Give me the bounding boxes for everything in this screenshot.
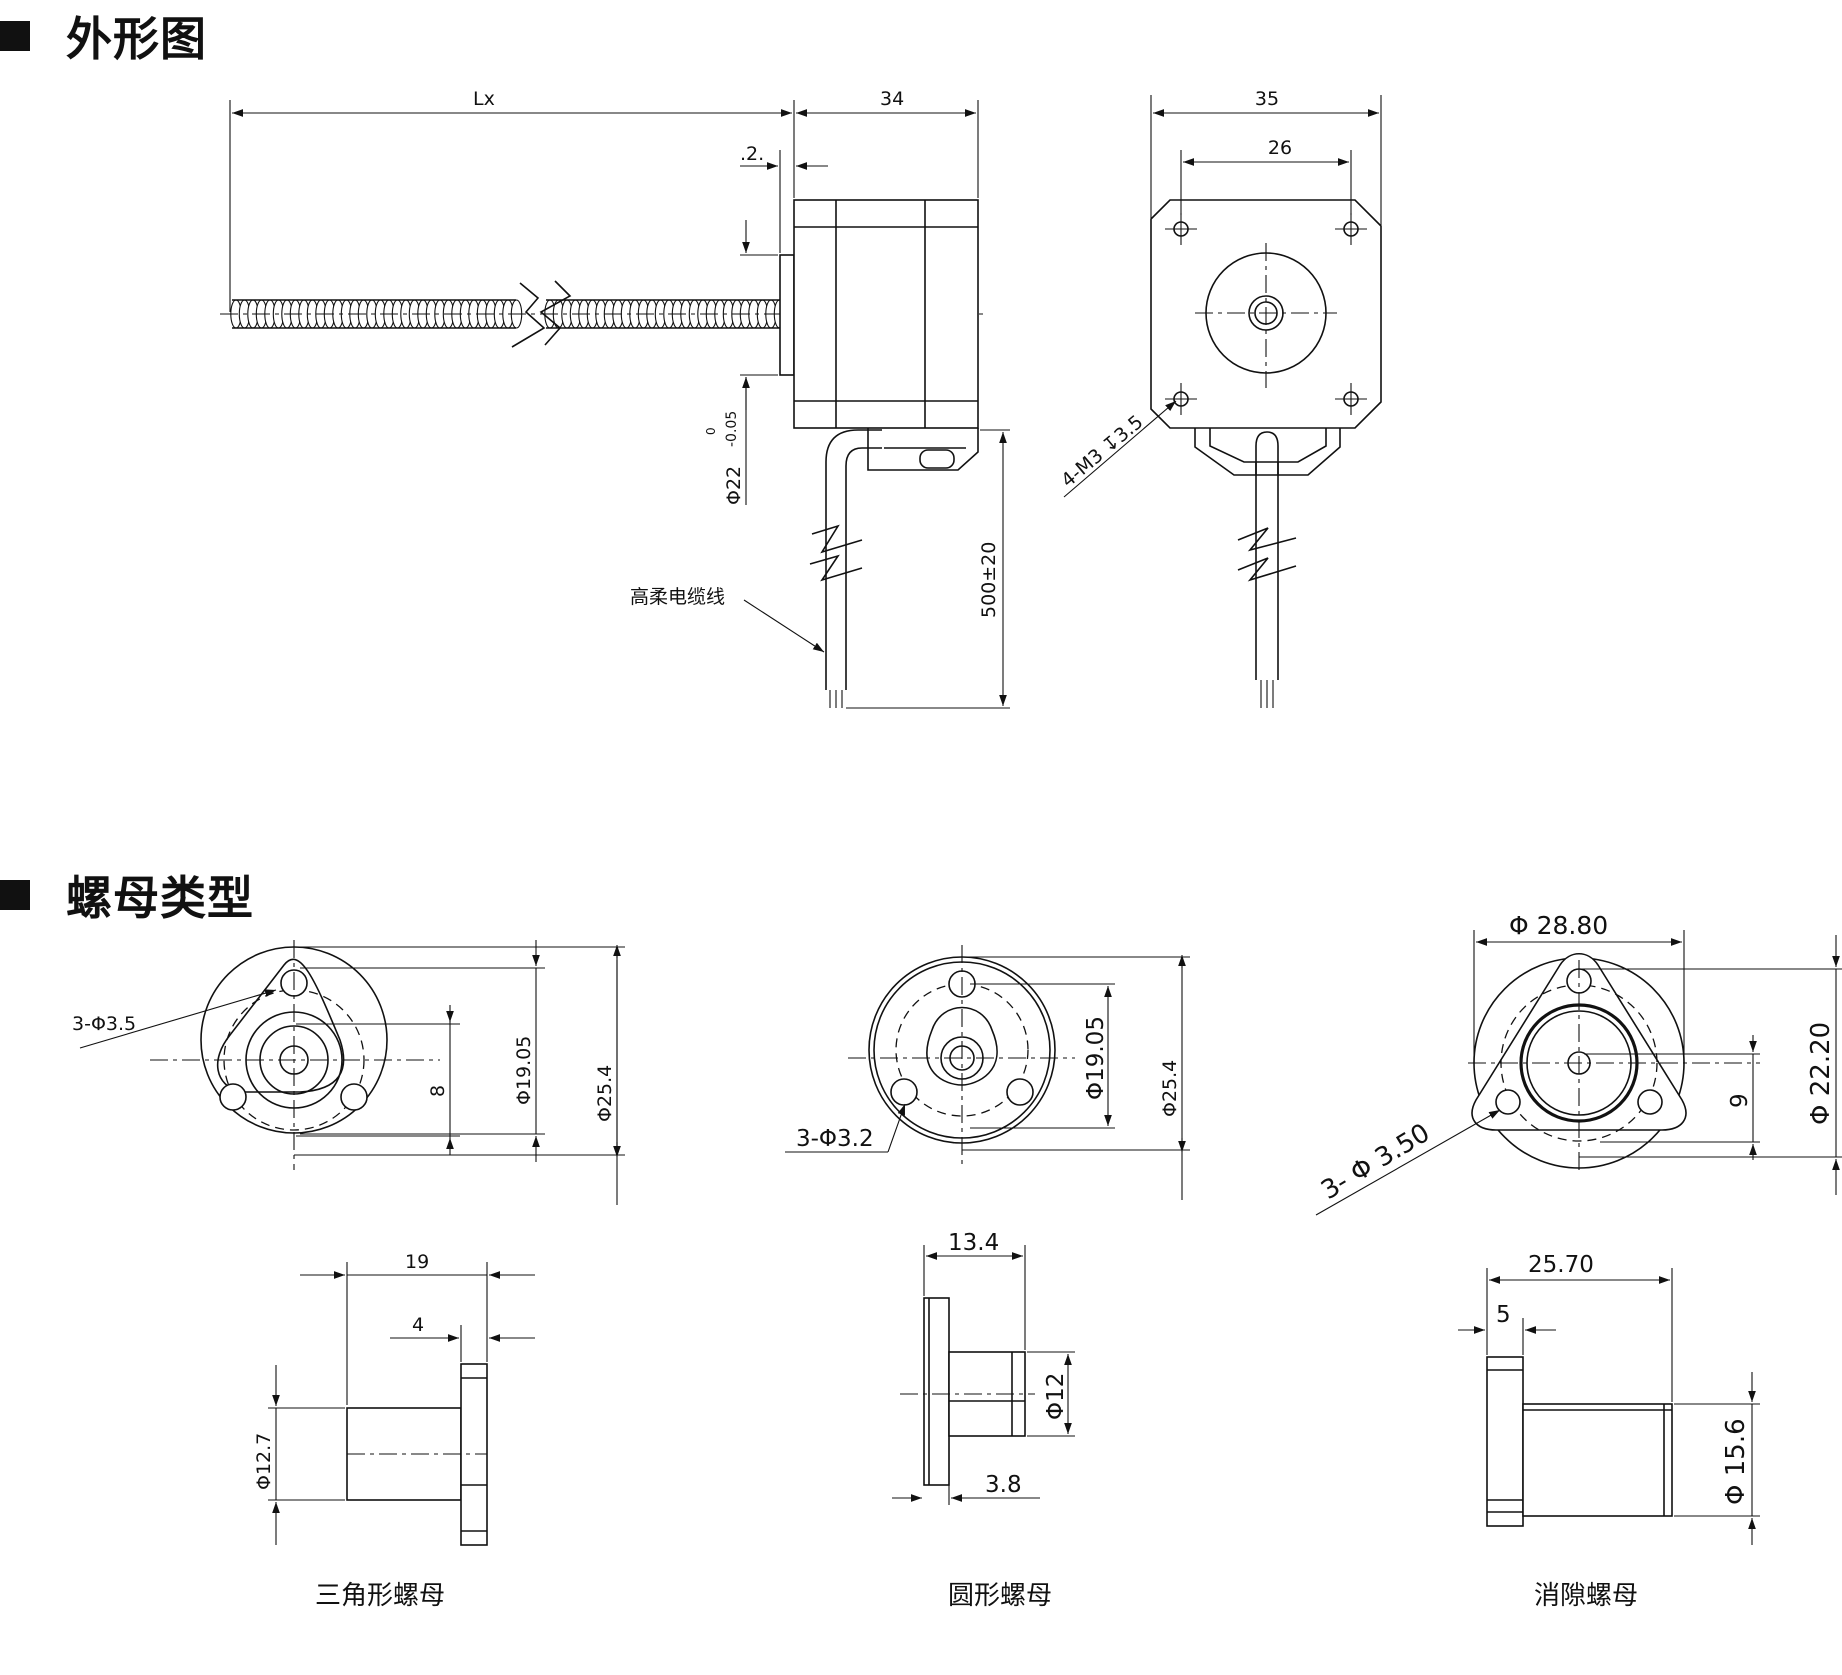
- motor-body: [793, 199, 979, 429]
- round-nut-front: 3-Φ3.2 Φ19.05 Φ25.4: [785, 945, 1190, 1200]
- ab-nut-length: 25.70: [1528, 1252, 1594, 1278]
- motor-connector: [867, 428, 979, 471]
- mounting-holes: [1165, 213, 1367, 415]
- round-nut-flange-side: [923, 1297, 950, 1486]
- caption-triangular-nut: 三角形螺母: [315, 1581, 445, 1611]
- ab-nut-od: Φ 28.80: [1509, 911, 1608, 940]
- round-nut-pcd: Φ19.05: [1083, 1016, 1109, 1100]
- motor-front-view: 35 26 4-M3 ↧3.5: [1057, 88, 1382, 708]
- motor-boss: [779, 254, 795, 376]
- round-nut-side: 13.4 Φ12 3.8 圆形螺母: [892, 1230, 1075, 1611]
- ab-nut-pcd: Φ 22.20: [1806, 1022, 1836, 1125]
- ab-nut-hole: [1637, 1089, 1663, 1115]
- cable-break-upper: [811, 524, 863, 554]
- screw-break-right: [539, 280, 572, 346]
- tri-nut-flange: [216, 958, 345, 1093]
- round-nut-body-dia: Φ12: [1043, 1373, 1069, 1420]
- front-cable-break-upper: [1237, 527, 1297, 552]
- antibacklash-nut-side: 25.70 5 Φ 15.6 消隙螺母: [1458, 1252, 1760, 1611]
- tri-nut-length: 19: [405, 1251, 429, 1273]
- tri-nut-holes-label: 3-Φ3.5: [72, 1013, 136, 1035]
- square-bullet-icon: [0, 21, 30, 51]
- tri-nut-body-dia: Φ12.7: [253, 1433, 275, 1490]
- tri-nut-hole: [340, 1083, 368, 1111]
- ab-nut-body-dia: Φ 15.6: [1721, 1418, 1751, 1505]
- section-title-nut-types: 螺母类型: [66, 871, 254, 925]
- tri-nut-od: Φ25.4: [594, 1065, 616, 1122]
- section-outline: 外形图: [0, 3, 207, 69]
- caption-round-nut: 圆形螺母: [948, 1581, 1052, 1611]
- round-nut-length: 13.4: [948, 1230, 999, 1256]
- round-nut-holes-label: 3-Φ3.2: [796, 1126, 874, 1152]
- dim-hole-pitch: 26: [1268, 137, 1292, 159]
- dim-flange-width: 35: [1255, 88, 1279, 110]
- section-nut-types: 螺母类型: [0, 862, 254, 928]
- ab-nut-flange-thk: 5: [1496, 1302, 1511, 1328]
- dim-boss-tol-lower: -0.05: [724, 411, 740, 447]
- round-nut-od: Φ25.4: [1159, 1060, 1181, 1117]
- dim-thread-spec: 4-M3 ↧3.5: [1057, 411, 1147, 492]
- tri-nut-flat: 8: [427, 1085, 449, 1097]
- cable-label: 高柔电缆线: [630, 586, 725, 608]
- dim-body-length: 34: [880, 88, 904, 110]
- tri-nut-pcd: Φ19.05: [513, 1036, 535, 1105]
- ab-nut-hole: [1495, 1089, 1521, 1115]
- tri-nut-flange-thk: 4: [412, 1314, 424, 1336]
- square-bullet-icon: [0, 880, 30, 910]
- dim-lx: Lx: [473, 88, 495, 110]
- screw-break-left: [511, 282, 546, 348]
- round-nut-hole: [890, 1078, 918, 1106]
- dim-cable-length: 500±20: [978, 542, 1000, 618]
- triangular-nut-front: 3-Φ3.5 8 Φ19.05 Φ25.4: [72, 940, 625, 1205]
- ab-nut-holes-label: 3- Φ 3.50: [1316, 1118, 1435, 1206]
- round-nut-hole: [1006, 1078, 1034, 1106]
- antibacklash-nut-front: Φ 28.80 9 Φ 22.20 3- Φ 3.50: [1315, 911, 1842, 1216]
- cable-break-lower: [809, 554, 863, 582]
- dim-boss-dia: Φ22: [723, 466, 745, 505]
- triangular-nut-side: 19 4 Φ12.7 三角形螺母: [253, 1251, 535, 1611]
- motor-cable: [825, 429, 882, 690]
- front-cable-break-lower: [1237, 557, 1297, 582]
- front-connector: [1194, 428, 1341, 476]
- motor-side-view: Lx 34 .2. Φ22 0 -0.05 500±20 高柔电缆线: [220, 88, 1010, 709]
- tri-nut-hole: [219, 1083, 247, 1111]
- section-title-outline: 外形图: [66, 12, 207, 66]
- ab-nut-flat: 9: [1727, 1093, 1753, 1108]
- caption-antibacklash-nut: 消隙螺母: [1534, 1581, 1638, 1611]
- dim-boss-offset: .2.: [740, 143, 764, 165]
- ab-nut-body: [1522, 1403, 1673, 1517]
- round-nut-hub: [926, 1006, 998, 1086]
- round-nut-flange-thk: 3.8: [985, 1472, 1022, 1498]
- dim-boss-tol-upper: 0: [704, 427, 718, 435]
